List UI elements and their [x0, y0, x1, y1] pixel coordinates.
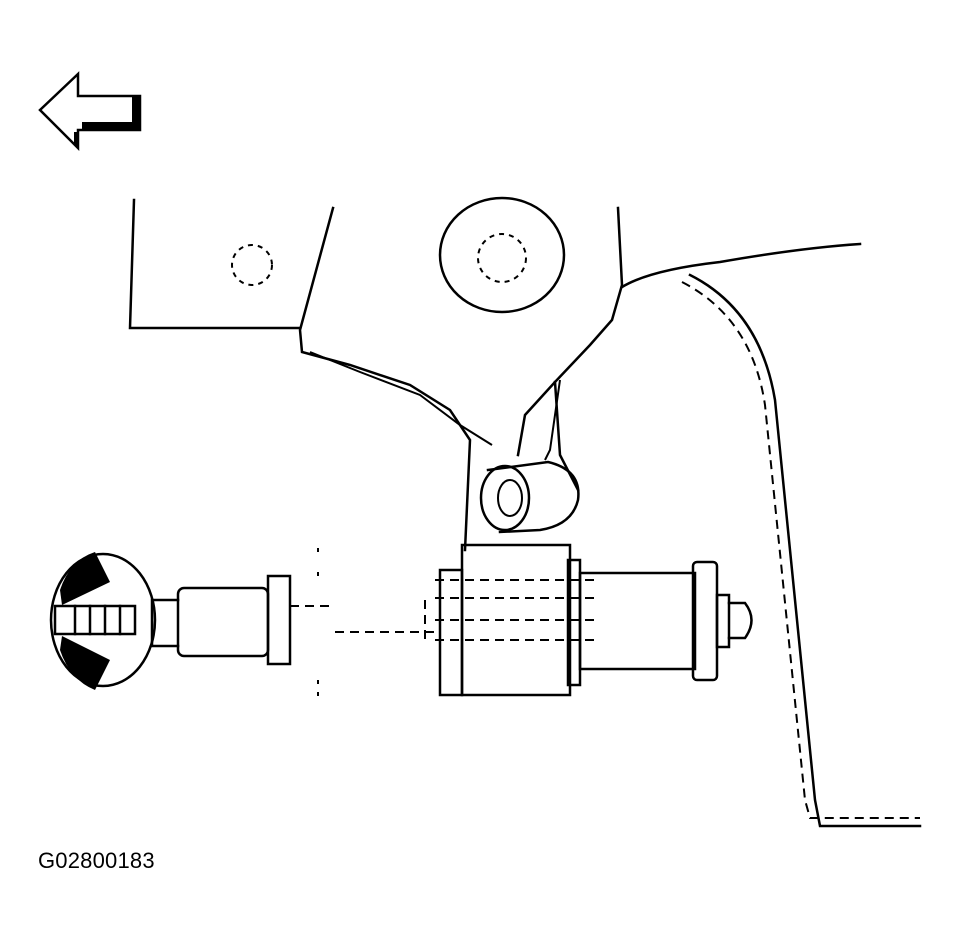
frame-bracket	[128, 198, 302, 330]
bushing-removal-tool	[49, 552, 292, 690]
alignment-centerline	[290, 548, 440, 696]
frame-rail	[620, 242, 922, 828]
bushing-sleeve-and-nut	[578, 560, 753, 682]
return-arrow-icon[interactable]	[38, 71, 142, 152]
control-arm	[298, 196, 624, 552]
bushing-housing	[424, 543, 600, 697]
figure-id-label: G02800183	[38, 848, 155, 873]
